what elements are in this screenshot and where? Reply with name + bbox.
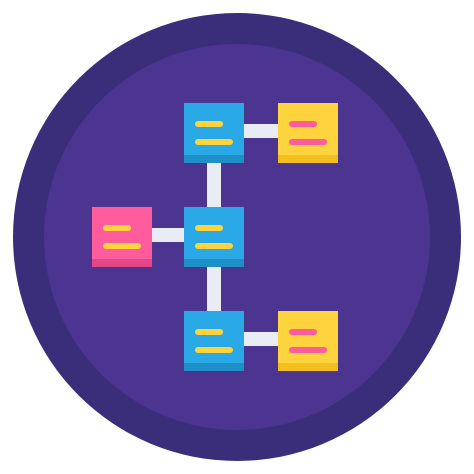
node-line	[195, 329, 223, 335]
node-line	[195, 347, 233, 353]
connector-vertical-upper	[207, 150, 221, 208]
node-line	[103, 225, 131, 231]
node-line	[289, 139, 327, 145]
node-line	[289, 329, 317, 335]
node-bottom-yellow	[278, 311, 338, 371]
node-line	[289, 347, 327, 353]
connector-top-horizontal	[244, 124, 278, 138]
node-middle-blue	[184, 207, 244, 267]
connector-bottom-horizontal	[244, 332, 278, 346]
node-line	[289, 121, 317, 127]
node-line	[195, 225, 223, 231]
node-line	[195, 139, 233, 145]
node-top-blue	[184, 103, 244, 163]
node-bottom-blue	[184, 311, 244, 371]
connectors	[152, 124, 278, 346]
connector-middle-horizontal	[152, 228, 186, 242]
connector-vertical-lower	[207, 264, 221, 312]
node-top-yellow	[278, 103, 338, 163]
node-line	[195, 121, 223, 127]
node-middle-pink	[92, 207, 152, 267]
node-line	[195, 243, 233, 249]
node-line	[103, 243, 141, 249]
